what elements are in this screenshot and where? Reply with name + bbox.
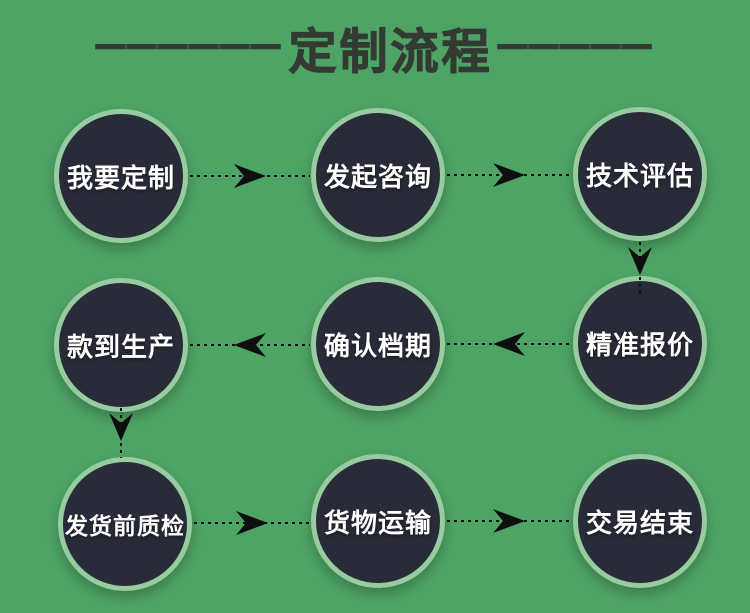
arrow-right-icon <box>447 508 571 534</box>
flow-step-circle: 发货前质检 <box>58 457 192 591</box>
title-text: 定制流程 <box>288 26 493 80</box>
flow-step-label: 交易结束 <box>585 507 694 538</box>
flow-step-label: 货物运输 <box>323 507 432 538</box>
flow-step-label: 确认档期 <box>323 330 432 361</box>
flow-step-label: 精准报价 <box>585 329 694 360</box>
arrowhead-right-icon <box>493 509 525 533</box>
page-title: —————— 定制流程 ————— <box>0 12 750 82</box>
arrow-right-icon <box>447 162 571 188</box>
title-left-dashes: —————— <box>95 28 283 62</box>
arrowhead-right-icon <box>493 163 525 187</box>
arrowhead-left-icon <box>234 333 266 357</box>
flow-step-circle: 货物运输 <box>311 454 445 588</box>
arrow-right-icon <box>190 163 310 189</box>
flow-step-label: 发货前质检 <box>65 513 185 539</box>
flow-step-circle: 交易结束 <box>573 454 707 588</box>
arrow-down-icon <box>108 408 134 458</box>
arrow-down-icon <box>627 242 653 294</box>
flow-step-circle: 发起咨询 <box>311 108 445 242</box>
flow-step-circle: 精准报价 <box>573 276 707 410</box>
arrow-left-icon <box>447 331 571 357</box>
arrowhead-left-icon <box>493 332 525 356</box>
flow-step-circle: 确认档期 <box>311 277 445 411</box>
title-right-dashes: ————— <box>497 28 654 62</box>
flow-step-circle: 我要定制 <box>54 109 188 243</box>
flow-step-label: 发起咨询 <box>323 161 432 192</box>
flow-step-circle: 技术评估 <box>573 107 707 241</box>
flow-step-label: 我要定制 <box>66 162 175 193</box>
arrowhead-down-icon <box>628 247 652 275</box>
arrow-right-icon <box>194 510 310 536</box>
flow-step-label: 款到生产 <box>66 331 175 362</box>
arrowhead-down-icon <box>109 413 133 441</box>
flow-step-circle: 款到生产 <box>54 278 188 412</box>
arrowhead-right-icon <box>236 511 268 535</box>
arrow-left-icon <box>190 332 310 358</box>
flow-step-label: 技术评估 <box>585 160 694 191</box>
arrowhead-right-icon <box>234 164 266 188</box>
